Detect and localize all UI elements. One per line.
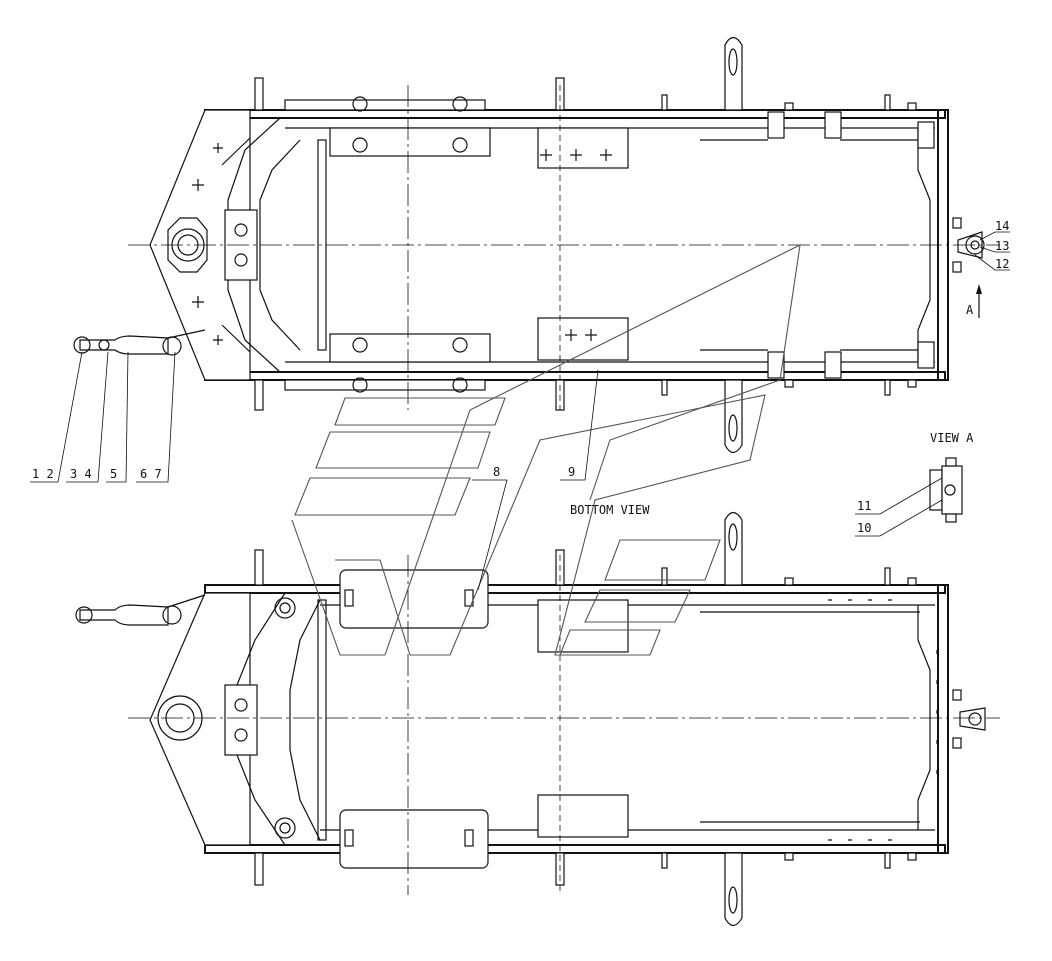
bottom-front-frame — [149, 592, 251, 846]
callout-labels: 1 2 3 4 5 6 7 8 9 10 11 12 13 14 — [32, 219, 1009, 535]
lifting-lug-upper — [724, 36, 743, 111]
drawbar — [73, 329, 206, 356]
bottom-view: BOTTOM VIEW — [75, 503, 1000, 927]
callout-5: 5 — [110, 467, 117, 481]
top-view — [73, 36, 1000, 454]
view-a-label: VIEW A — [930, 431, 974, 445]
watermark-logo — [291, 244, 801, 656]
spring-plate-lower — [339, 809, 489, 869]
bottom-rail-lower — [204, 844, 946, 854]
callout-14: 14 — [995, 219, 1009, 233]
lifting-lug-lower — [724, 379, 743, 454]
view-a-arrow-letter: A — [966, 303, 974, 317]
tow-hitch — [952, 217, 985, 273]
bottom-view-label: BOTTOM VIEW — [570, 503, 650, 517]
callout-12: 12 — [995, 257, 1009, 271]
bottom-lifting-lug-upper — [724, 511, 743, 586]
callout-10: 10 — [857, 521, 871, 535]
spring-plate-upper — [339, 569, 489, 629]
callout-3-4: 3 4 — [70, 467, 92, 481]
callout-9: 9 — [568, 465, 575, 479]
callout-leaders — [30, 231, 1010, 591]
view-a-arrow: A — [966, 284, 982, 318]
callout-6-7: 6 7 — [140, 467, 162, 481]
bottom-drawbar — [75, 594, 206, 626]
bottom-rear-crossmember — [937, 584, 949, 854]
bottom-rail-upper — [204, 584, 946, 594]
callout-8: 8 — [493, 465, 500, 479]
callout-11: 11 — [857, 499, 871, 513]
lower-spring-hanger — [284, 333, 491, 393]
bottom-tow-hitch — [952, 689, 986, 749]
callout-13: 13 — [995, 239, 1009, 253]
upper-spring-hanger — [284, 96, 491, 157]
callout-1-2: 1 2 — [32, 467, 54, 481]
view-a-detail: VIEW A — [929, 431, 974, 523]
bottom-lifting-lug-lower — [724, 852, 743, 927]
